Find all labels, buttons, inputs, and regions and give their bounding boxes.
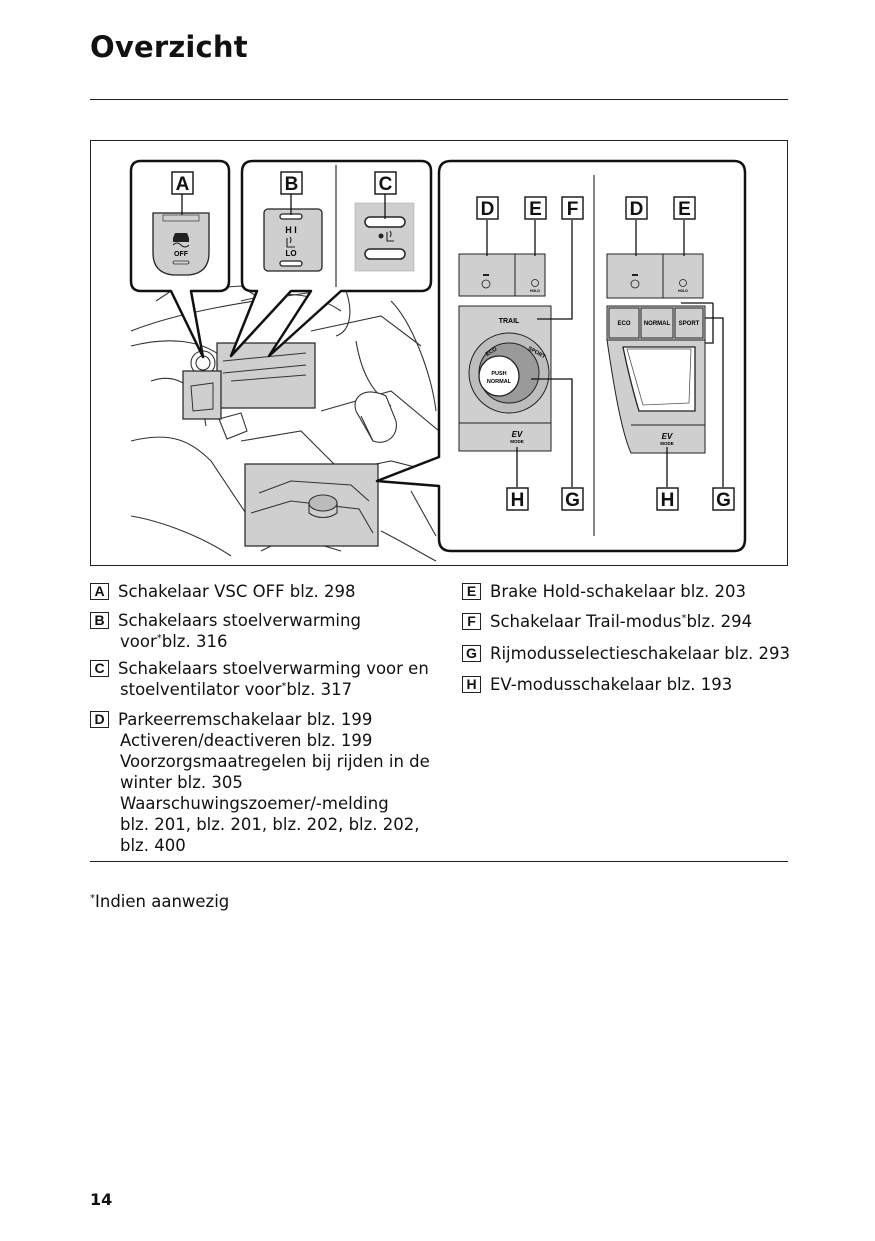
footnote-mark: * xyxy=(90,893,95,904)
legend-item-d: D Parkeerremschakelaar blz. 199 Activeren… xyxy=(90,709,430,856)
legend-text: Schakelaars stoelverwarming voor en xyxy=(118,659,429,678)
console-illustration: OFF H I LO HOLD TRAIL ECO SPORT PUSH NOR… xyxy=(90,140,788,566)
legend-text: blz. 201, blz. 201, blz. 202, blz. 202, xyxy=(120,815,420,834)
asterisk: * xyxy=(681,613,687,624)
callout-b: B xyxy=(285,174,299,195)
legend-text: voor xyxy=(120,632,157,651)
page-number: 14 xyxy=(90,1190,113,1209)
legend-text: blz. 317 xyxy=(286,680,353,699)
callout-c: C xyxy=(379,174,393,195)
asterisk: * xyxy=(156,633,162,644)
callout-d-left: D xyxy=(481,199,495,220)
legend-text: stoelventilator voor xyxy=(120,680,282,699)
legend-item-e: E Brake Hold-schakelaar blz. 203 xyxy=(462,581,802,602)
callout-h-left: H xyxy=(511,490,525,511)
hold-text-left: HOLD xyxy=(530,289,540,293)
legend-text: Waarschuwingszoemer/-melding xyxy=(120,794,389,813)
legend-text: Schakelaar Trail-modus xyxy=(490,612,682,631)
seat-hi-text: H I xyxy=(285,225,297,235)
title-rule xyxy=(90,99,788,100)
footnote: *Indien aanwezig xyxy=(90,892,229,911)
legend-text: Activeren/deactiveren blz. 199 xyxy=(120,731,373,750)
trail-text: TRAIL xyxy=(499,318,520,325)
legend-key: C xyxy=(90,660,109,677)
legend-text: blz. 400 xyxy=(120,836,186,855)
normal-btn-text: NORMAL xyxy=(644,321,671,327)
seat-lo-text: LO xyxy=(285,249,296,258)
legend-text: blz. 316 xyxy=(161,632,228,651)
legend-item-a: A Schakelaar VSC OFF blz. 298 xyxy=(90,581,430,602)
ev-text-left: EV xyxy=(512,430,523,439)
callout-e-right: E xyxy=(678,199,691,220)
push-text: PUSH xyxy=(491,371,506,377)
callout-h-right: H xyxy=(661,490,675,511)
legend-key: A xyxy=(90,583,109,600)
legend-text: EV-modusschakelaar blz. 193 xyxy=(490,675,733,694)
legend-text: Schakelaars stoelverwarming xyxy=(118,611,361,630)
callout-e-left: E xyxy=(529,199,542,220)
vsc-off-text: OFF xyxy=(174,251,189,258)
legend-text: winter blz. 305 xyxy=(120,773,243,792)
legend-item-h: H EV-modusschakelaar blz. 193 xyxy=(462,674,802,695)
legend-item-c: C Schakelaars stoelverwarming voor en sto… xyxy=(90,658,430,700)
callout-d-right: D xyxy=(630,199,644,220)
legend-item-g: G Rijmodusselectieschakelaar blz. 293 xyxy=(462,643,802,664)
legend-key: B xyxy=(90,612,109,629)
asterisk: * xyxy=(281,681,287,692)
sport-btn-text: SPORT xyxy=(679,321,700,327)
mode-text-right: MODE xyxy=(660,441,674,446)
legend-key: G xyxy=(462,645,481,662)
vsc-switch-highlight xyxy=(182,370,222,420)
legend-key: E xyxy=(462,583,481,600)
legend-text: Schakelaar VSC OFF blz. 298 xyxy=(118,582,356,601)
legend-text: Rijmodusselectieschakelaar blz. 293 xyxy=(490,644,790,663)
ev-text-right: EV xyxy=(662,432,673,441)
hold-text-right: HOLD xyxy=(678,289,688,293)
legend-text: blz. 294 xyxy=(686,612,753,631)
legend-rule xyxy=(90,861,788,862)
legend-key: D xyxy=(90,711,109,728)
footnote-text: Indien aanwezig xyxy=(95,892,230,911)
page-title: Overzicht xyxy=(90,30,248,64)
normal-dial-text: NORMAL xyxy=(487,379,512,385)
legend-text: Voorzorgsmaatregelen bij rijden in de xyxy=(120,752,430,771)
eco-btn-text: ECO xyxy=(617,321,630,327)
eco-dial-text: ECO xyxy=(485,346,499,358)
callout-f: F xyxy=(567,199,579,220)
legend-key: H xyxy=(462,676,481,693)
legend-text: Brake Hold-schakelaar blz. 203 xyxy=(490,582,746,601)
legend-text: Parkeerremschakelaar blz. 199 xyxy=(118,710,373,729)
legend-item-f: F Schakelaar Trail-modus*blz. 294 xyxy=(462,611,802,632)
callout-a: A xyxy=(176,174,190,195)
legend-key: F xyxy=(462,613,481,630)
legend-item-b: B Schakelaars stoelverwarming voor*blz. 3… xyxy=(90,610,430,652)
mode-text-left: MODE xyxy=(510,439,524,444)
callout-g-left: G xyxy=(565,490,580,511)
callout-g-right: G xyxy=(716,490,731,511)
